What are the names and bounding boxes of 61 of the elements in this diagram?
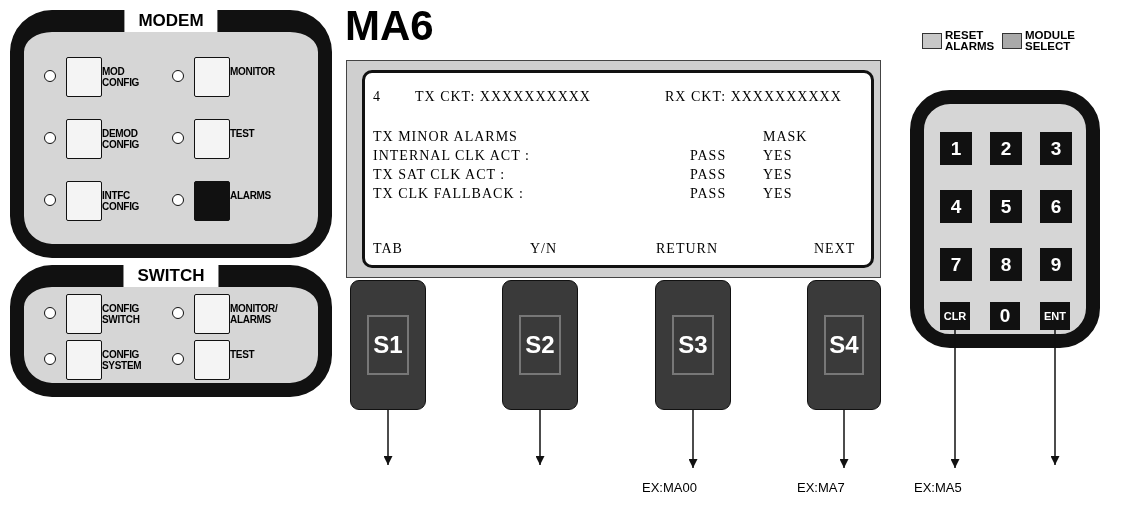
screen-text: RX CKT: XXXXXXXXXX: [665, 89, 842, 105]
annotation-text: EX:MA00: [642, 468, 732, 498]
screen-text: TX SAT CLK ACT :: [373, 167, 506, 183]
screen-text: PASS: [690, 167, 727, 183]
keypad-key: 8: [990, 248, 1022, 281]
panel-title: MODEM: [124, 10, 218, 32]
keypad-panel: [910, 90, 1100, 348]
screen-text: YES: [763, 186, 793, 202]
keypad-key: 6: [1040, 190, 1072, 223]
keypad-key: ENT: [1040, 302, 1070, 330]
screen-text: TX CKT: XXXXXXXXXX: [415, 89, 591, 105]
keypad-key: 9: [1040, 248, 1072, 281]
arrow: [383, 409, 393, 466]
legend-label: RESET ALARMS: [945, 30, 996, 52]
arrow: [535, 409, 545, 466]
screen-text: 4: [373, 89, 381, 105]
screen-text: YES: [763, 167, 793, 183]
soft-key: S2: [502, 280, 578, 410]
soft-key: S3: [655, 280, 731, 410]
button-label: CONFIG SWITCH: [102, 303, 141, 325]
control-panel: [10, 265, 332, 397]
keypad-key: 4: [940, 190, 972, 223]
arrow: [950, 329, 960, 469]
button-label: MONITOR/ ALARMS: [230, 303, 279, 325]
screen-text: YES: [763, 148, 793, 164]
screen-text: INTERNAL CLK ACT :: [373, 148, 530, 164]
keypad-key: 3: [1040, 132, 1072, 165]
button-label: DEMOD CONFIG: [102, 128, 141, 150]
button-label: ALARMS: [230, 190, 272, 201]
button-label: MONITOR: [230, 66, 276, 77]
screen-text: PASS: [690, 186, 727, 202]
annotation-text: EX:MA7: [797, 468, 877, 498]
legend-label: MODULE SELECT: [1025, 30, 1076, 52]
keypad-key: 0: [990, 302, 1020, 330]
screen-text: TX CLK FALLBACK :: [373, 186, 524, 202]
button-label: TEST: [230, 128, 256, 139]
screen-text: RETURN: [656, 241, 718, 257]
keypad-key: 7: [940, 248, 972, 281]
button-label: INTFC CONFIG: [102, 190, 141, 212]
screen-text: MASK: [763, 129, 808, 145]
arrow: [1050, 329, 1060, 466]
keypad-key: 2: [990, 132, 1022, 165]
panel-title: SWITCH: [123, 265, 219, 287]
keypad-key: CLR: [940, 302, 970, 330]
button-label: TEST: [230, 349, 256, 360]
soft-key: S4: [807, 280, 881, 410]
screen-text: PASS: [690, 148, 727, 164]
annotation-text: EX:MA5: [914, 468, 994, 498]
screen-text: Y/N: [530, 241, 558, 257]
button-label: CONFIG SYSTEM: [102, 349, 143, 371]
soft-key: S1: [350, 280, 426, 410]
keypad-key: 5: [990, 190, 1022, 223]
screen-text: TAB: [373, 241, 403, 257]
arrow: [839, 409, 849, 469]
control-panel: [10, 10, 332, 258]
keypad-key: 1: [940, 132, 972, 165]
screen-text: TX MINOR ALARMS: [373, 129, 518, 145]
diagram-title: MA6: [345, 2, 434, 50]
button-label: MOD CONFIG: [102, 66, 141, 88]
screen-text: NEXT: [814, 241, 856, 257]
arrow: [688, 409, 698, 469]
